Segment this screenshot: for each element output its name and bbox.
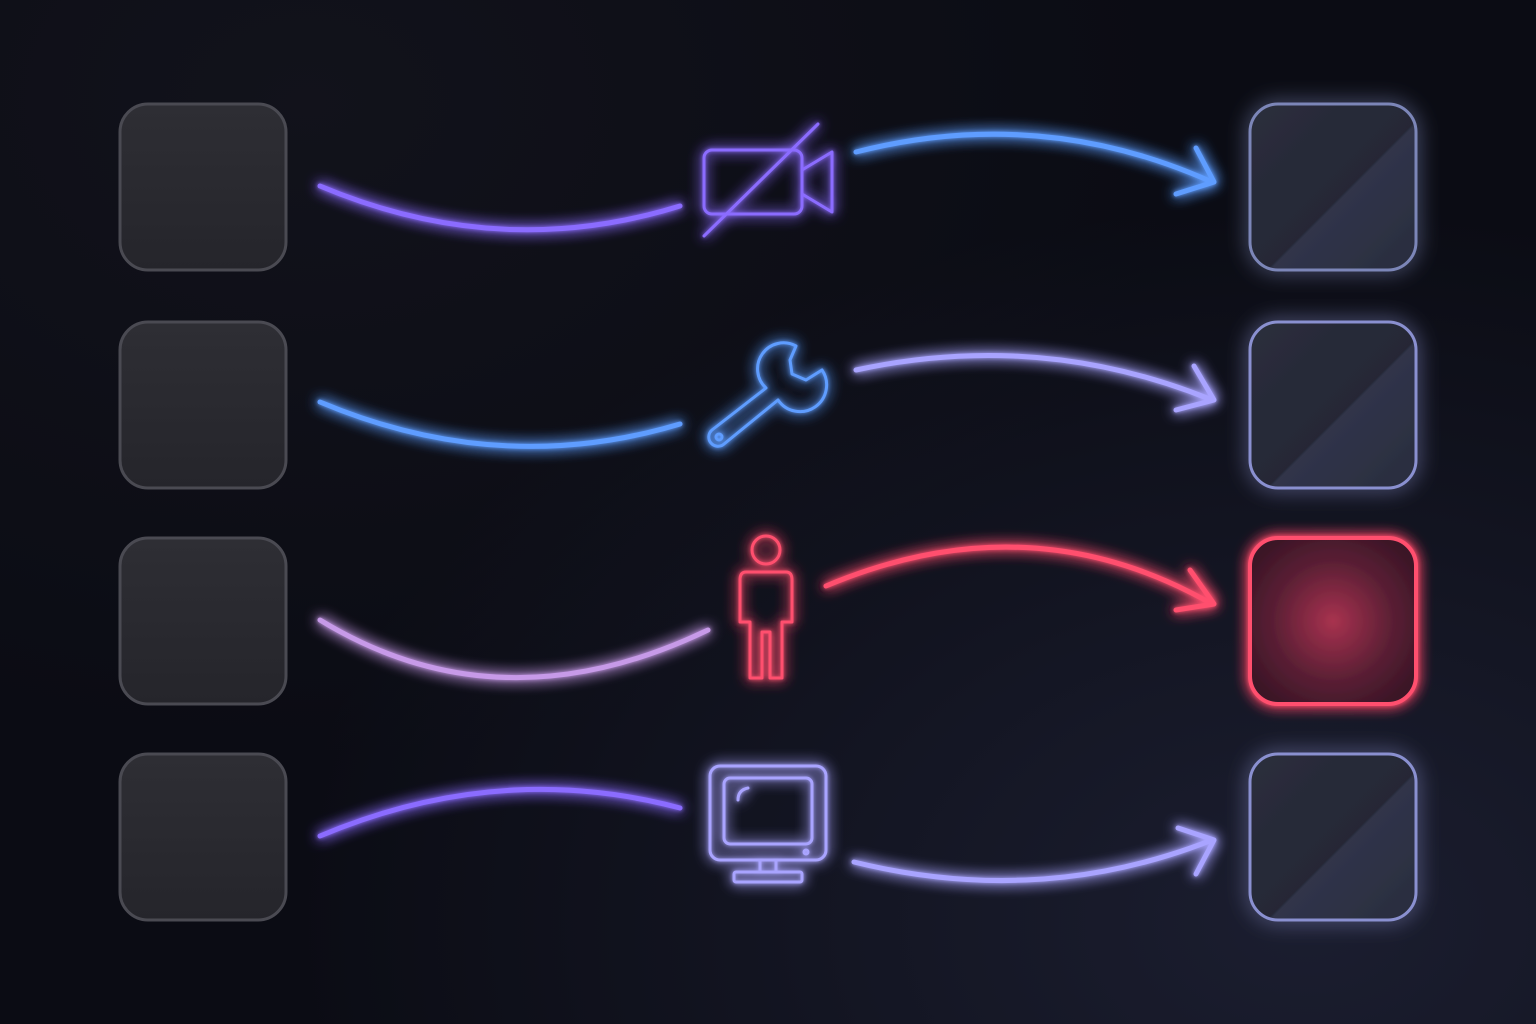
source-node-4 <box>118 752 288 922</box>
camera-off-icon <box>702 122 834 238</box>
person-icon <box>738 534 794 680</box>
incoming-curve-1 <box>317 183 683 233</box>
outgoing-arrow-2 <box>853 352 1215 403</box>
source-node-1 <box>118 102 288 272</box>
incoming-curve-4 <box>317 786 683 839</box>
wrench-icon <box>707 341 829 448</box>
target-node-1 <box>1248 102 1418 272</box>
flow-row-2 <box>317 341 1217 449</box>
target-node-2 <box>1248 320 1418 490</box>
flow-row-1 <box>317 122 1217 238</box>
source-node-3 <box>118 536 288 706</box>
outgoing-arrow-4 <box>851 837 1215 884</box>
monitor-icon <box>708 764 828 884</box>
flow-row-4 <box>317 764 1217 884</box>
outgoing-arrow-1 <box>853 131 1215 185</box>
incoming-curve-3 <box>317 617 711 681</box>
arrowhead-1 <box>1173 145 1217 197</box>
incoming-curve-2 <box>317 399 683 449</box>
arrowhead-2 <box>1173 363 1217 413</box>
target-node-3-highlighted <box>1248 536 1418 706</box>
flow-row-3 <box>317 534 1217 681</box>
target-column <box>1248 102 1418 922</box>
source-node-2 <box>118 320 288 490</box>
target-node-4 <box>1248 752 1418 922</box>
arrowhead-4 <box>1175 825 1217 877</box>
outgoing-arrow-3 <box>823 544 1215 607</box>
arrowhead-3 <box>1173 567 1217 613</box>
source-column <box>118 102 288 922</box>
